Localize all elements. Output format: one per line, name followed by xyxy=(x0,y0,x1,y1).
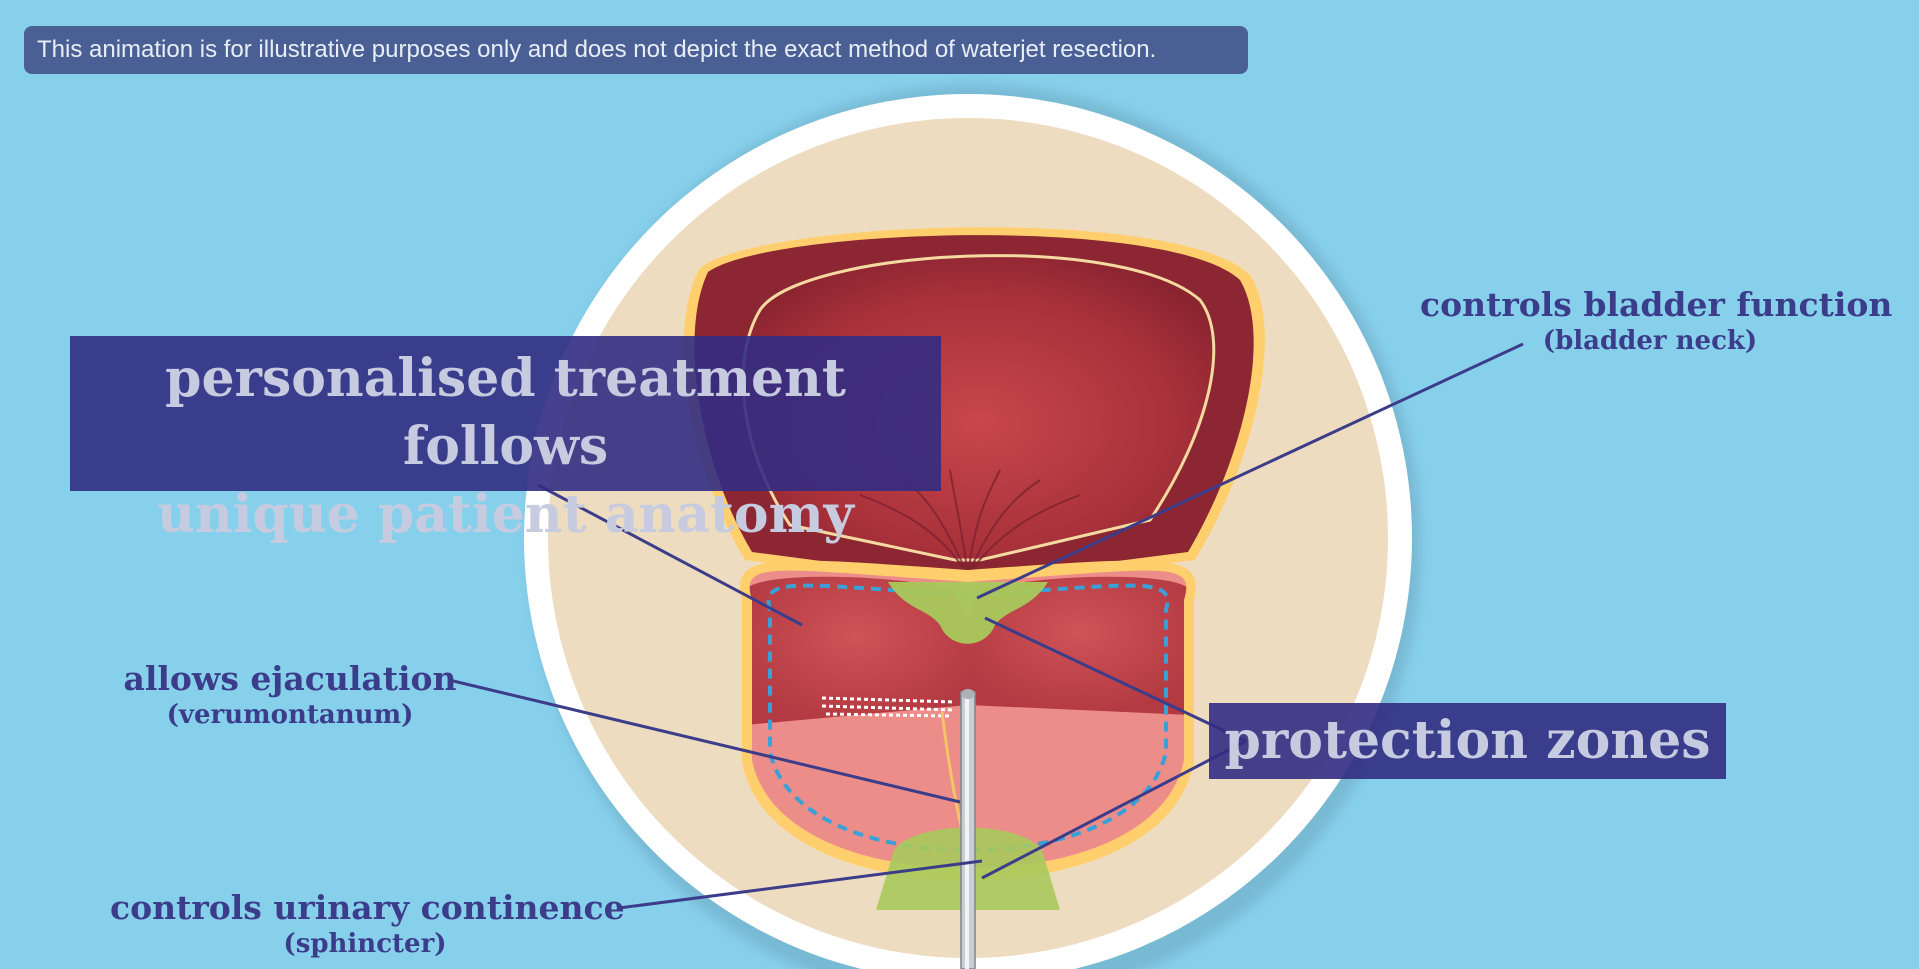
bladder-neck-zone xyxy=(888,582,1048,644)
urethra-line xyxy=(940,711,964,831)
continence-label: controls urinary continence (sphincter) xyxy=(110,888,625,961)
disclaimer-banner: This animation is for illustrative purpo… xyxy=(24,26,1248,74)
continence-subtitle: (sphincter) xyxy=(283,929,447,959)
ejaculation-subtitle: (verumontanum) xyxy=(166,700,414,730)
waterjet-probe-highlight xyxy=(965,696,969,969)
ejaculation-title: allows ejaculation xyxy=(123,659,457,698)
continence-title: controls urinary continence xyxy=(110,888,625,927)
prostate-lobe-right xyxy=(968,576,1187,715)
bladder-function-label: controls bladder function (bladder neck) xyxy=(1420,285,1893,358)
personalised-treatment-banner: personalised treatment follows unique pa… xyxy=(70,336,941,545)
waterjet-probe-tip xyxy=(961,689,975,699)
leader-continence xyxy=(618,859,983,910)
leader-protection-bottom xyxy=(981,739,1247,880)
leader-lines xyxy=(448,342,1524,910)
leader-personalised xyxy=(537,483,803,627)
prostate-lobe-left xyxy=(749,576,968,725)
leader-bladder-neck xyxy=(976,342,1524,600)
banner-line-2: unique patient anatomy xyxy=(157,484,854,545)
resection-marks xyxy=(821,696,956,718)
banner-line-1: personalised treatment follows xyxy=(165,348,846,477)
ejaculation-label: allows ejaculation (verumontanum) xyxy=(110,660,470,732)
leader-ejaculation xyxy=(448,678,961,804)
bladder-function-subtitle: (bladder neck) xyxy=(1542,326,1758,356)
protection-zones-banner: protection zones xyxy=(1209,703,1726,779)
bladder-function-title: controls bladder function xyxy=(1420,285,1893,324)
leader-protection-top xyxy=(984,616,1247,743)
